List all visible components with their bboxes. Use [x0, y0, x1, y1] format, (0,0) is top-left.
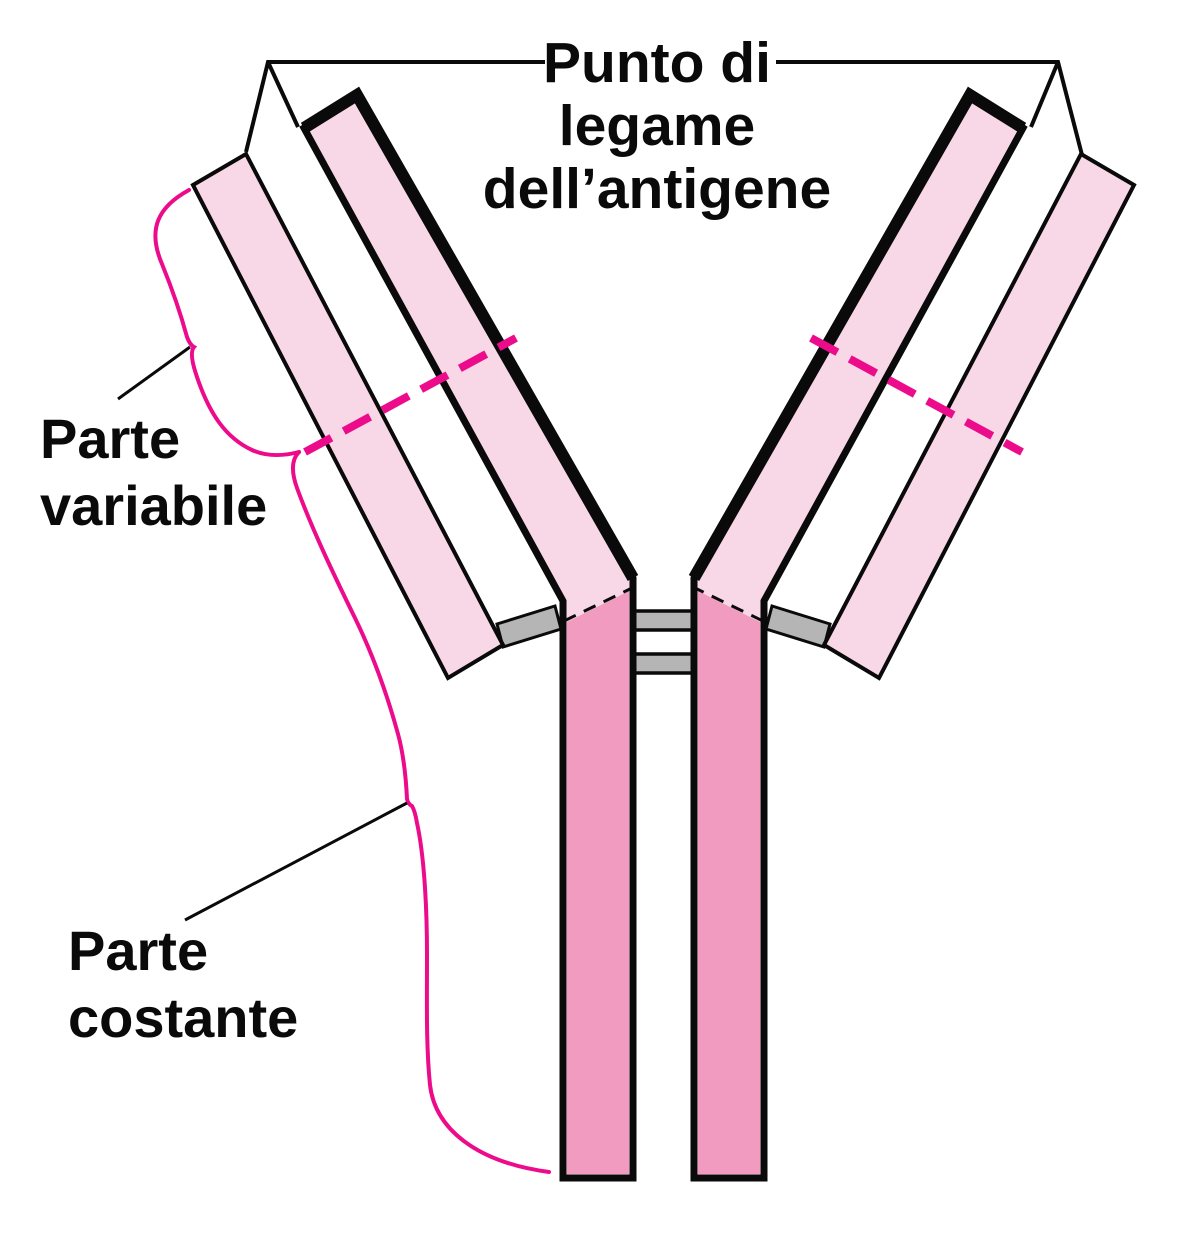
- callout-line-right-inner: [1029, 61, 1060, 128]
- binding-site-label-line2: legame: [559, 94, 755, 158]
- constant-region-brace: [291, 450, 551, 1174]
- disulfide-bond-top: [627, 609, 700, 632]
- disulfide-bond-bottom: [627, 652, 700, 675]
- right-variable-boundary-dashed-line: [809, 334, 1024, 456]
- variable-label-line1: Parte: [40, 407, 180, 470]
- left-heavy-chain-constant-region: [567, 591, 629, 1174]
- left-heavy-chain-thick-edge: [300, 86, 639, 581]
- disulfide-bonds: [627, 609, 700, 675]
- left-light-chain: [190, 151, 506, 681]
- right-heavy-chain: [688, 86, 1028, 1182]
- right-heavy-chain-hinge-dash: [694, 586, 764, 623]
- left-light-heavy-connector: [495, 604, 563, 649]
- binding-site-label-line3: dell’antigene: [483, 157, 831, 221]
- constant-label-line1: Parte: [68, 919, 208, 982]
- left-heavy-chain-hinge-dash: [563, 586, 633, 623]
- variable-label-line2: variabile: [40, 474, 267, 537]
- constant-part-label: Parte costante: [68, 919, 298, 1049]
- variable-label-pointer: [117, 345, 191, 401]
- right-light-chain: [821, 151, 1137, 681]
- constant-label-line2: costante: [68, 986, 298, 1049]
- variable-region-brace: [153, 188, 301, 457]
- variable-part-label: Parte variabile: [40, 407, 267, 537]
- antigen-binding-site-callout: Punto di legame dell’antigene: [244, 31, 1084, 221]
- callout-line-left-inner: [266, 61, 300, 128]
- callout-line-right: [776, 60, 1084, 156]
- constant-label-pointer: [184, 801, 408, 922]
- right-heavy-chain-thick-edge: [688, 86, 1027, 581]
- right-heavy-chain-constant-region: [698, 591, 760, 1174]
- binding-site-label-line1: Punto di: [543, 31, 771, 95]
- left-heavy-chain: [299, 86, 639, 1182]
- right-light-heavy-connector: [764, 604, 832, 649]
- left-variable-boundary-dashed-line: [303, 334, 518, 456]
